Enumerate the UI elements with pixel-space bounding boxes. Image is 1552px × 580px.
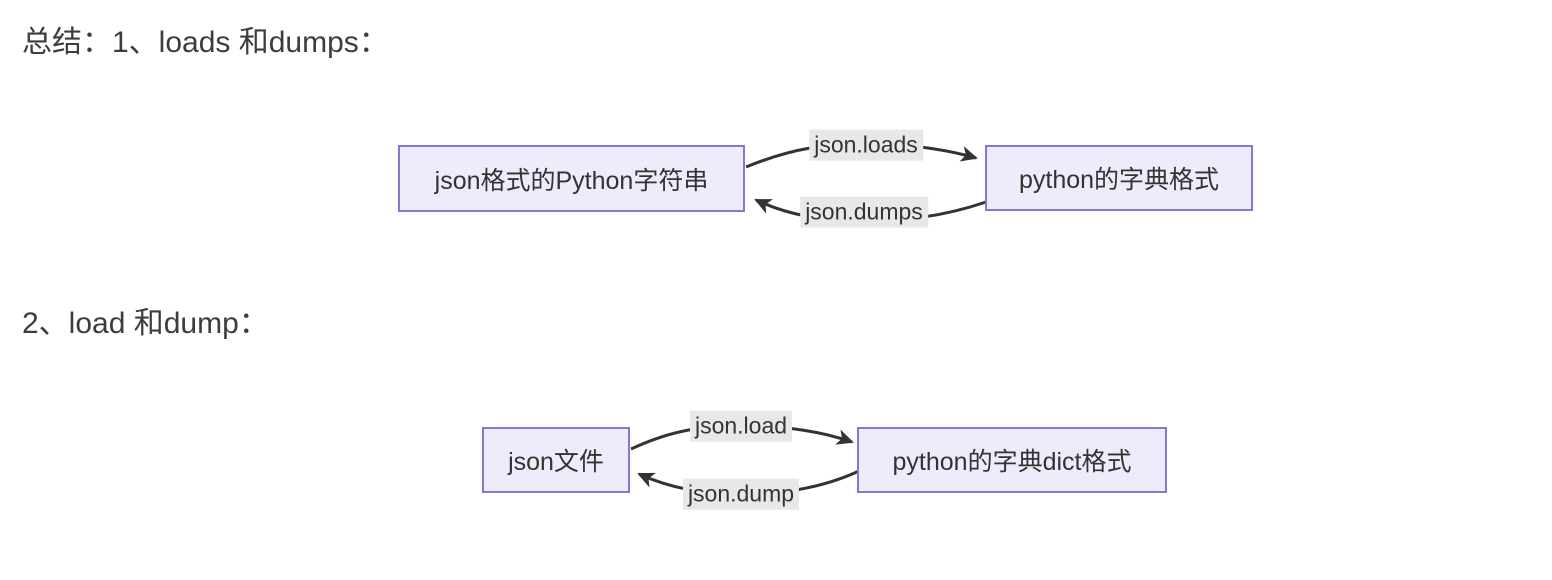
node-python-dict: python的字典格式: [985, 145, 1253, 211]
edge-label-json-load: json.load: [689, 410, 793, 442]
node-json-string: json格式的Python字符串: [398, 145, 745, 212]
node-python-dict-file: python的字典dict格式: [857, 427, 1167, 493]
edge-label-json-dumps: json.dumps: [800, 196, 928, 228]
section-1-title: 总结：1、loads 和dumps：: [22, 26, 389, 59]
section-2-title: 2、load 和dump：: [22, 307, 269, 340]
node-json-file-label: json文件: [508, 448, 604, 476]
node-json-string-label: json格式的Python字符串: [434, 166, 709, 195]
node-python-dict-label: python的字典格式: [1018, 166, 1220, 194]
edge-label-json-loads: json.loads: [809, 129, 923, 161]
node-json-file: json文件: [482, 427, 630, 493]
node-python-dict-file-label: python的字典dict格式: [892, 448, 1132, 476]
edge-label-json-dump: json.dump: [682, 478, 800, 510]
